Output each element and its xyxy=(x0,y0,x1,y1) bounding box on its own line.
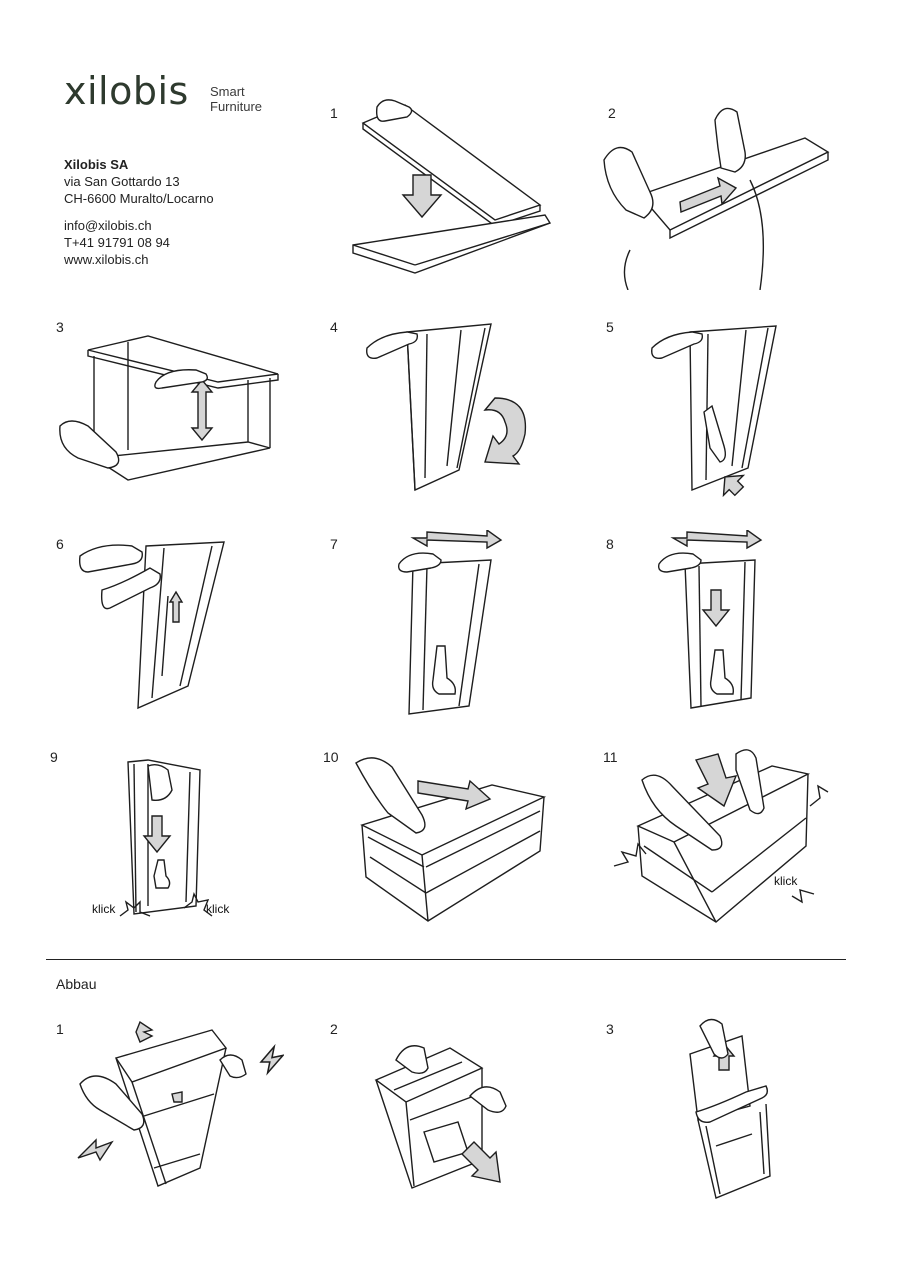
step-number-3: 3 xyxy=(56,319,64,335)
disassembly-step-number-2: 2 xyxy=(330,1021,338,1037)
contact-info: info@xilobis.ch T+41 91791 08 94 www.xil… xyxy=(64,217,170,268)
disassembly-title: Abbau xyxy=(56,976,97,992)
illustration-disassembly-2 xyxy=(370,1020,520,1195)
illustration-step-10 xyxy=(352,755,552,930)
step-number-2: 2 xyxy=(608,105,616,121)
klick-label: klick xyxy=(92,902,116,916)
klick-label: klick xyxy=(774,874,798,888)
illustration-disassembly-3 xyxy=(680,1016,780,1201)
brand-tagline: Smart Furniture xyxy=(210,84,262,114)
illustration-step-6 xyxy=(76,536,236,716)
tagline-line-1: Smart xyxy=(210,84,245,99)
illustration-step-4 xyxy=(365,318,535,498)
address-street: via San Gottardo 13 xyxy=(64,174,180,189)
step-number-10: 10 xyxy=(323,749,339,765)
company-name: Xilobis SA xyxy=(64,157,129,172)
step-number-5: 5 xyxy=(606,319,614,335)
tagline-line-2: Furniture xyxy=(210,99,263,114)
illustration-step-1 xyxy=(345,95,560,280)
step-number-6: 6 xyxy=(56,536,64,552)
address-city: CH-6600 Muralto/Locarno xyxy=(64,191,214,206)
step-number-8: 8 xyxy=(606,536,614,552)
step-number-4: 4 xyxy=(330,319,338,335)
company-address: Xilobis SA via San Gottardo 13 CH-6600 M… xyxy=(64,156,214,207)
step-number-7: 7 xyxy=(330,536,338,552)
contact-website[interactable]: www.xilobis.ch xyxy=(64,252,149,267)
disassembly-step-number-3: 3 xyxy=(606,1021,614,1037)
illustration-step-2 xyxy=(600,100,835,290)
contact-email[interactable]: info@xilobis.ch xyxy=(64,218,152,233)
klick-label: klick xyxy=(206,902,230,916)
illustration-step-11 xyxy=(612,746,832,931)
section-divider xyxy=(46,959,846,960)
illustration-step-5 xyxy=(648,318,788,498)
illustration-step-8 xyxy=(655,530,770,720)
disassembly-step-number-1: 1 xyxy=(56,1021,64,1037)
illustration-step-9 xyxy=(118,756,218,926)
step-number-11: 11 xyxy=(603,749,618,765)
contact-phone: T+41 91791 08 94 xyxy=(64,235,170,250)
illustration-step-3 xyxy=(58,330,283,490)
step-number-9: 9 xyxy=(50,749,58,765)
step-number-1: 1 xyxy=(330,105,338,121)
illustration-disassembly-1 xyxy=(74,1018,284,1198)
brand-logo: xilobis xyxy=(64,69,189,113)
illustration-step-7 xyxy=(395,530,510,720)
